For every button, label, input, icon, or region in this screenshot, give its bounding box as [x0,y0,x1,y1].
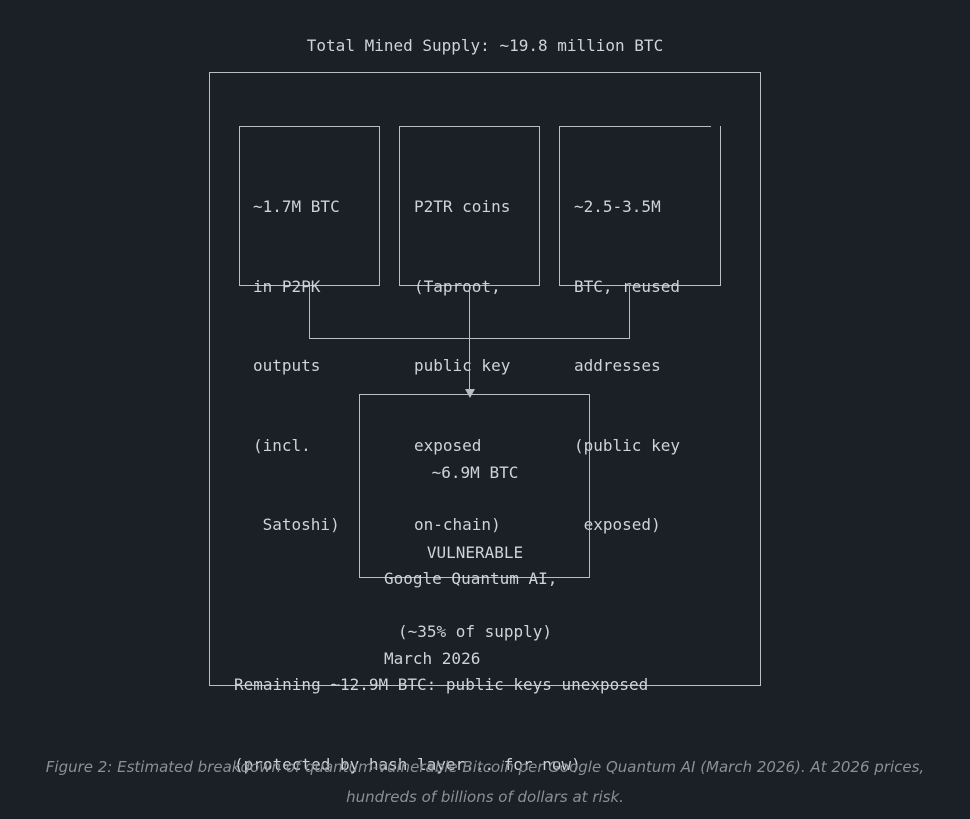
p2pk-line-1: ~1.7M BTC [253,197,340,216]
diagram-title: Total Mined Supply: ~19.8 million BTC [306,36,664,55]
p2pk-line-4: (incl. [253,435,311,455]
p2tr-line-3: public key [414,356,511,375]
vulnerable-label: VULNERABLE [426,542,524,562]
p2pk-line-3: outputs [253,356,321,375]
reused-line-1: ~2.5-3.5M [574,197,661,216]
vulnerable-amount: ~6.9M BTC [431,463,519,482]
reused-line-4: (public key [574,435,680,455]
reused-line-3: addresses [574,356,661,375]
figure-caption: Figure 2: Estimated breakdown of quantum… [45,758,925,806]
vulnerable-source-1: Google Quantum AI, [384,569,558,588]
p2pk-line-5: Satoshi) [253,515,340,534]
p2pk-line-2: in P2PK [253,276,321,296]
remaining-line-2: (protected by hash layer... for now) [234,754,581,774]
reused-line-2: BTC, reused [574,276,680,296]
vulnerable-share: (~35% of supply) [397,622,553,641]
vulnerable-source-2: March 2026 [384,648,481,668]
p2tr-line-5: on-chain) [414,515,501,534]
reused-line-5: exposed) [574,515,661,534]
remaining-line-1: Remaining ~12.9M BTC: public keys unexpo… [234,675,649,694]
arrow-down-icon [465,389,475,398]
p2tr-line-2: (Taproot, [414,276,501,296]
p2tr-line-4: exposed [414,435,482,455]
p2tr-line-1: P2TR coins [414,197,511,216]
